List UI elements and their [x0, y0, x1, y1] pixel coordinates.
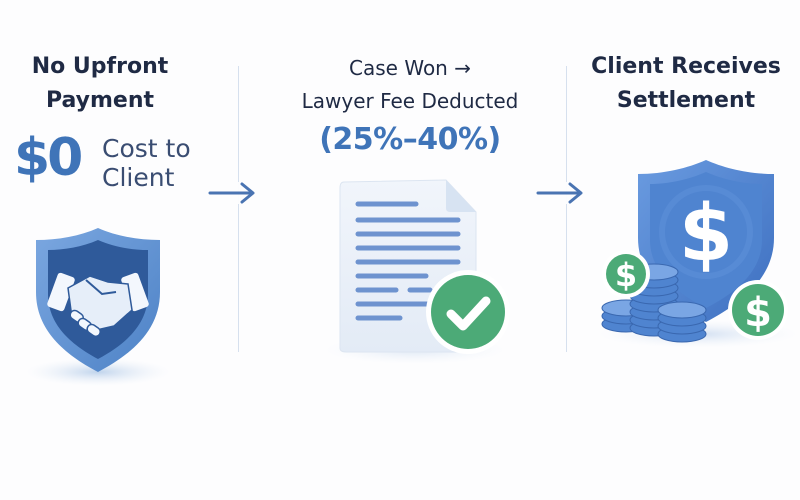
- step-2-title: Case Won → Lawyer Fee Deducted: [262, 52, 558, 118]
- document-check-icon: [325, 179, 510, 364]
- svg-text:$: $: [744, 290, 772, 336]
- handshake-shield-icon: [26, 228, 170, 386]
- arrow-right-icon: [536, 182, 586, 204]
- cost-to-client-label: Cost to Client: [102, 134, 191, 192]
- zero-cost-amount: $0: [14, 128, 83, 188]
- step-1-title: No Upfront Payment: [0, 50, 200, 118]
- step-3-title-line1: Client Receives: [591, 54, 781, 79]
- fee-range: (25%–40%): [319, 122, 501, 157]
- divider-2: [566, 66, 567, 352]
- step-3-title-line2: Settlement: [616, 88, 756, 113]
- step-1-title-line1: No Upfront: [31, 54, 169, 79]
- divider-1: [238, 66, 239, 352]
- step-2-title-line1: Case Won →: [349, 56, 471, 80]
- svg-text:$: $: [679, 189, 733, 279]
- step-1-title-line2: Payment: [45, 88, 155, 113]
- cost-label-line2: Client: [102, 163, 175, 192]
- cost-label-line1: Cost to: [102, 134, 191, 163]
- dollar-shield-coins-icon: $ $ $: [598, 160, 798, 348]
- svg-text:$: $: [615, 256, 637, 294]
- step-2-title-line2: Lawyer Fee Deducted: [301, 89, 519, 113]
- step-3-title: Client Receives Settlement: [572, 50, 800, 118]
- arrow-right-icon: [208, 182, 258, 204]
